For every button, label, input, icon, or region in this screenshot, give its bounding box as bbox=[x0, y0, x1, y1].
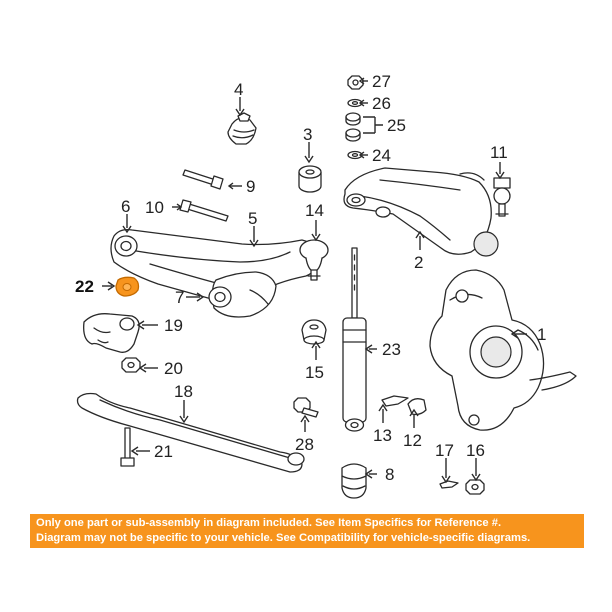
callout-15: 15 bbox=[305, 363, 324, 382]
part-17-clip[interactable] bbox=[439, 480, 459, 489]
callout-21: 21 bbox=[154, 442, 173, 461]
callout-7: 7 bbox=[175, 288, 184, 307]
part-9-bolt[interactable] bbox=[182, 169, 224, 190]
callout-5: 5 bbox=[248, 209, 257, 228]
part-25-bushings[interactable] bbox=[345, 112, 361, 142]
part-19-bracket[interactable] bbox=[83, 313, 140, 353]
part-1-steering-knuckle[interactable] bbox=[429, 269, 577, 431]
part-3-bumper[interactable] bbox=[298, 165, 322, 193]
callout-28: 28 bbox=[295, 435, 314, 454]
part-23-shock-absorber[interactable] bbox=[342, 247, 367, 432]
compatibility-notice-banner: Only one part or sub-assembly in diagram… bbox=[30, 514, 584, 548]
callout-25: 25 bbox=[387, 116, 406, 135]
part-4-bump-stop[interactable] bbox=[227, 112, 257, 145]
part-20-nut[interactable] bbox=[121, 357, 141, 373]
callout-24: 24 bbox=[372, 146, 391, 165]
callout-27: 27 bbox=[372, 72, 391, 91]
part-27-nut[interactable] bbox=[347, 75, 364, 90]
part-12-bolt[interactable] bbox=[407, 398, 427, 416]
part-21-bolt[interactable] bbox=[120, 427, 135, 467]
callout-23: 23 bbox=[382, 340, 401, 359]
part-11-ball-joint[interactable] bbox=[493, 177, 511, 217]
part-10-bolt[interactable] bbox=[179, 199, 229, 222]
callout-8: 8 bbox=[385, 465, 394, 484]
callout-1: 1 bbox=[537, 325, 546, 344]
notice-line-1: Only one part or sub-assembly in diagram… bbox=[36, 517, 502, 529]
callout-4: 4 bbox=[234, 80, 243, 99]
part-15-bushing[interactable] bbox=[301, 319, 327, 345]
part-5-lower-control-arm[interactable] bbox=[110, 228, 321, 318]
callout-17: 17 bbox=[435, 441, 454, 460]
callout-12: 12 bbox=[403, 431, 422, 450]
notice-line-2: Diagram may not be specific to your vehi… bbox=[36, 532, 531, 544]
part-24-washer[interactable] bbox=[347, 150, 363, 160]
part-16-nut[interactable] bbox=[465, 479, 485, 495]
callout-6: 6 bbox=[121, 197, 130, 216]
part-28-bolt[interactable] bbox=[293, 397, 319, 418]
callout-26: 26 bbox=[372, 94, 391, 113]
leader-lines bbox=[102, 77, 527, 484]
callout-22: 22 bbox=[75, 277, 94, 296]
callout-3: 3 bbox=[303, 125, 312, 144]
part-22-bushing[interactable] bbox=[115, 276, 140, 297]
callout-16: 16 bbox=[466, 441, 485, 460]
part-14-ball-joint[interactable] bbox=[299, 239, 329, 281]
callout-2: 2 bbox=[414, 253, 423, 272]
callout-labels: 1 2 3 4 5 6 7 8 9 10 11 12 13 14 15 16 1… bbox=[75, 72, 546, 484]
callout-11: 11 bbox=[490, 143, 508, 162]
callout-10: 10 bbox=[145, 198, 164, 217]
callout-14: 14 bbox=[305, 201, 324, 220]
part-13-clip[interactable] bbox=[381, 395, 409, 407]
callout-19: 19 bbox=[164, 316, 183, 335]
part-8-bump-stop[interactable] bbox=[341, 463, 367, 499]
callout-13: 13 bbox=[373, 426, 392, 445]
part-18-stabilizer-bar[interactable] bbox=[76, 392, 305, 473]
part-2-upper-control-arm[interactable] bbox=[343, 167, 499, 257]
callout-20: 20 bbox=[164, 359, 183, 378]
callout-18: 18 bbox=[174, 382, 193, 401]
callout-9: 9 bbox=[246, 177, 255, 196]
